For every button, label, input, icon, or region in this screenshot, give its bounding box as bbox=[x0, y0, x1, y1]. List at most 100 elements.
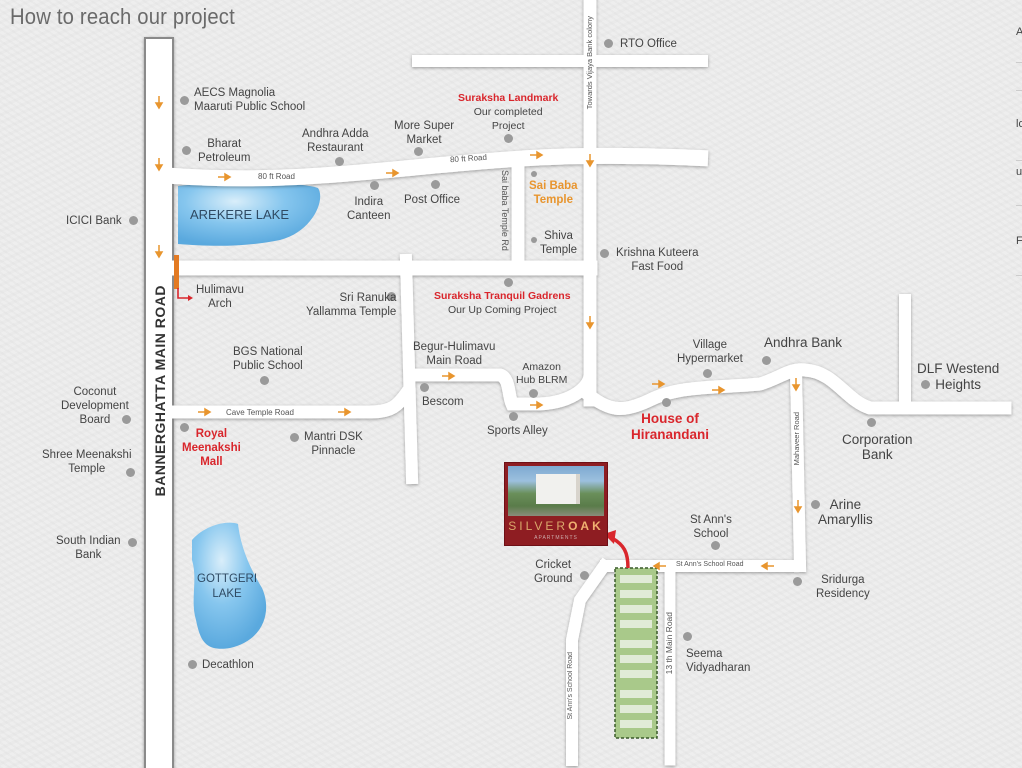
dlf-marker[interactable] bbox=[921, 380, 930, 389]
arine-marker[interactable] bbox=[811, 500, 820, 509]
bgs-marker[interactable] bbox=[260, 376, 269, 385]
sports-alley-marker[interactable] bbox=[509, 412, 518, 421]
hiranandani-marker[interactable] bbox=[662, 398, 671, 407]
side-menu-divider bbox=[1016, 160, 1022, 161]
label-sports-alley: Sports Alley bbox=[487, 425, 548, 437]
side-menu-divider bbox=[1016, 90, 1022, 91]
clipped-side-menu: A lo u F bbox=[1012, 0, 1022, 300]
label-coconut: Coconut Development Board bbox=[61, 386, 129, 426]
more-marker[interactable] bbox=[414, 147, 423, 156]
suraksha-landmark-marker[interactable] bbox=[504, 134, 513, 143]
building-image bbox=[536, 474, 576, 504]
project-subtitle: APARTMENTS bbox=[534, 535, 578, 541]
bannerghatta-main-road-label: BANNERGHATTA MAIN ROAD bbox=[152, 285, 168, 497]
project-brand: SILVEROAK bbox=[508, 519, 604, 533]
meenakshi-temple-marker[interactable] bbox=[126, 468, 135, 477]
sai-baba-marker[interactable] bbox=[531, 171, 537, 177]
bharat-marker[interactable] bbox=[182, 146, 191, 155]
hulimavu-marker bbox=[174, 255, 179, 289]
label-tranquil: Suraksha Tranquil Gadrens Our Up Coming … bbox=[434, 290, 571, 316]
label-decathlon: Decathlon bbox=[202, 659, 254, 671]
icici-marker[interactable] bbox=[129, 216, 138, 225]
side-menu-item[interactable]: A bbox=[1016, 26, 1022, 38]
tranquil-marker[interactable] bbox=[504, 278, 513, 287]
road-label-sai-baba-temple-rd: Sai baba Temple Rd bbox=[500, 170, 510, 251]
project-photo bbox=[508, 466, 604, 516]
label-bescom: Bescom bbox=[422, 396, 464, 408]
road-label-towards-vijaya: Towards Vijaya Bank colony bbox=[585, 16, 594, 110]
side-menu-divider bbox=[1016, 205, 1022, 206]
aecs-marker[interactable] bbox=[180, 96, 189, 105]
arekere-lake-label: AREKERE LAKE bbox=[190, 207, 289, 222]
side-menu-item[interactable]: F bbox=[1016, 235, 1022, 247]
label-royal-meenakshi: Royal Meenakshi Mall bbox=[182, 428, 241, 468]
cricket-marker[interactable] bbox=[580, 571, 589, 580]
road-label-80ft: 80 ft Road bbox=[258, 172, 295, 181]
seema-marker[interactable] bbox=[683, 632, 692, 641]
andhra-adda-marker[interactable] bbox=[335, 157, 344, 166]
royal-marker[interactable] bbox=[180, 423, 189, 432]
sridurga-marker[interactable] bbox=[793, 577, 802, 586]
side-menu-item[interactable]: lo bbox=[1016, 118, 1022, 130]
ranuka-marker[interactable] bbox=[387, 292, 396, 301]
silver-oak-project-card[interactable]: SILVEROAK APARTMENTS bbox=[504, 462, 608, 546]
indira-marker[interactable] bbox=[370, 181, 379, 190]
arekere-lake bbox=[178, 182, 321, 246]
coconut-marker[interactable] bbox=[122, 415, 131, 424]
label-andhra-bank: Andhra Bank bbox=[764, 335, 843, 350]
road-label-mahaveer: Mahaveer Road bbox=[792, 412, 801, 466]
road-label-cave-temple: Cave Temple Road bbox=[226, 408, 294, 417]
krishna-marker[interactable] bbox=[600, 249, 609, 258]
st-anns-marker[interactable] bbox=[711, 541, 720, 550]
label-rto: RTO Office bbox=[620, 38, 677, 50]
side-menu-divider bbox=[1016, 62, 1022, 63]
amazon-marker[interactable] bbox=[529, 389, 538, 398]
page-title: How to reach our project bbox=[10, 4, 235, 29]
gottgeri-lake bbox=[192, 522, 267, 649]
gottgeri-lake-label: GOTTGERI LAKE bbox=[197, 573, 258, 600]
label-icici: ICICI Bank bbox=[66, 215, 122, 227]
shiva-marker[interactable] bbox=[531, 237, 537, 243]
label-suraksha-landmark: Suraksha Landmark Our completed Project bbox=[458, 92, 559, 132]
road-label-st-anns-v: St Ann's School Road bbox=[567, 652, 574, 720]
side-menu-divider bbox=[1016, 275, 1022, 276]
decathlon-marker[interactable] bbox=[188, 660, 197, 669]
village-marker[interactable] bbox=[703, 369, 712, 378]
south-indian-marker[interactable] bbox=[128, 538, 137, 547]
corporation-marker[interactable] bbox=[867, 418, 876, 427]
mantri-marker[interactable] bbox=[290, 433, 299, 442]
rto-marker[interactable] bbox=[604, 39, 613, 48]
post-office-marker[interactable] bbox=[431, 180, 440, 189]
side-menu-item[interactable]: u bbox=[1016, 166, 1022, 178]
road-label-st-anns-h: St Ann's School Road bbox=[676, 561, 744, 568]
label-post-office: Post Office bbox=[404, 194, 461, 206]
road-label-13th-main: 13 th Main Road bbox=[664, 612, 674, 675]
andhra-bank-marker[interactable] bbox=[762, 356, 771, 365]
bescom-marker[interactable] bbox=[420, 383, 429, 392]
